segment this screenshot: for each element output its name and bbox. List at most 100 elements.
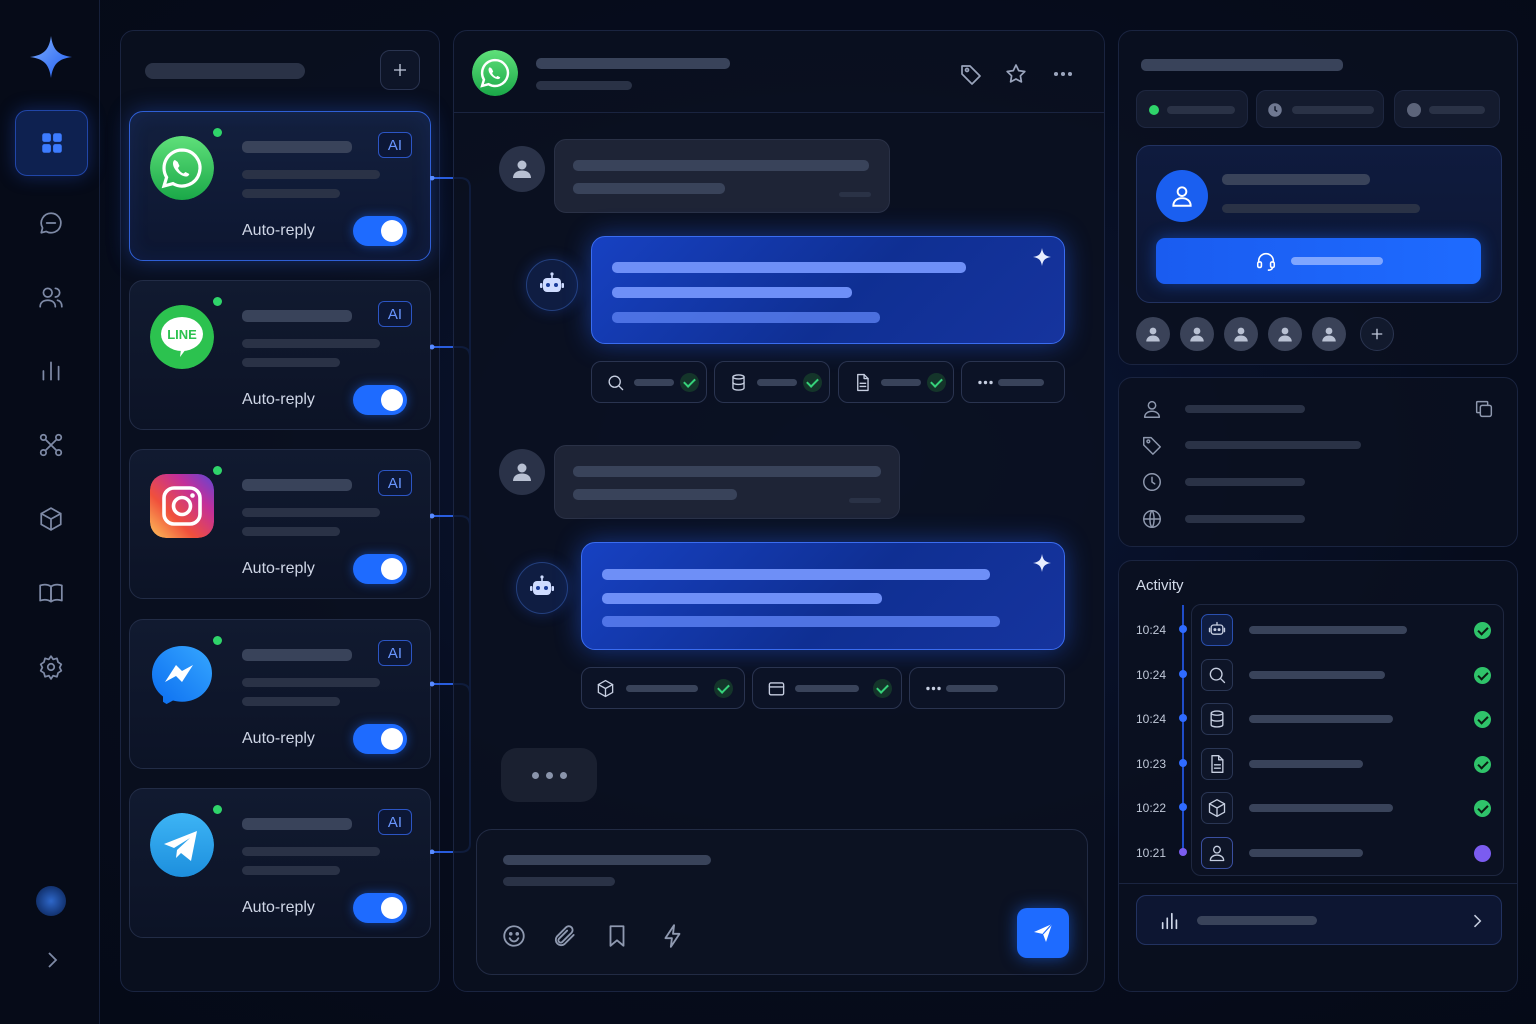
customer-message	[554, 445, 900, 519]
team-member-avatar[interactable]	[1136, 317, 1170, 351]
tool-chip-database[interactable]	[714, 361, 830, 403]
channel-meta-placeholder	[242, 358, 340, 367]
copy-icon[interactable]	[1473, 398, 1495, 420]
emoji-icon[interactable]	[501, 923, 527, 949]
tool-chip-more[interactable]	[909, 667, 1065, 709]
more-options-icon[interactable]	[1051, 62, 1075, 86]
status-pill-online[interactable]	[1136, 90, 1248, 128]
ai-agent-avatar	[516, 562, 568, 614]
detail-row-time	[1139, 467, 1499, 497]
online-indicator	[213, 128, 222, 137]
line-icon: LINE	[150, 305, 214, 369]
check-icon	[680, 373, 699, 392]
activity-item[interactable]: 10:22	[1119, 784, 1519, 828]
contact-avatar	[1156, 170, 1208, 222]
composer-text-placeholder	[503, 855, 711, 865]
cube-icon	[40, 507, 62, 531]
robot-icon	[1208, 621, 1226, 635]
nav-analytics[interactable]	[26, 346, 76, 396]
nav-dashboard[interactable]	[15, 110, 88, 176]
send-button[interactable]	[1017, 908, 1069, 958]
chevron-right-icon[interactable]	[40, 948, 64, 972]
add-channel-button[interactable]	[380, 50, 420, 90]
auto-reply-label: Auto-reply	[242, 222, 315, 239]
activity-item[interactable]: 10:24	[1119, 651, 1519, 695]
ai-agent-avatar	[526, 259, 578, 311]
ai-reply-message	[591, 236, 1065, 344]
activity-item[interactable]: 10:23	[1119, 740, 1519, 784]
team-member-avatar[interactable]	[1268, 317, 1302, 351]
status-pill-other[interactable]	[1394, 90, 1500, 128]
detail-row-tags	[1139, 430, 1499, 460]
customer-message	[554, 139, 890, 213]
team-member-avatar[interactable]	[1312, 317, 1346, 351]
channel-name-placeholder	[242, 818, 352, 830]
activity-icon-wrap	[1201, 748, 1233, 780]
calendar-icon	[768, 682, 785, 696]
activity-time: 10:23	[1136, 757, 1167, 771]
tool-chip-calendar[interactable]	[752, 667, 902, 709]
contact-panel	[1118, 30, 1518, 365]
more-options-icon	[926, 686, 941, 691]
nav-products[interactable]	[26, 494, 76, 544]
send-icon	[1034, 923, 1053, 942]
tool-chip-more[interactable]	[961, 361, 1065, 403]
lightning-icon[interactable]	[660, 923, 686, 949]
user-icon	[1322, 327, 1336, 342]
status-orb[interactable]	[36, 886, 66, 916]
user-icon	[513, 160, 531, 178]
activity-icon-wrap	[1201, 614, 1233, 646]
detail-row-language	[1139, 504, 1499, 534]
nav-knowledge[interactable]	[26, 568, 76, 618]
nav-workflows[interactable]	[26, 420, 76, 470]
auto-reply-toggle[interactable]	[353, 724, 407, 754]
tool-chip-document[interactable]	[838, 361, 954, 403]
channel-meta-placeholder	[242, 697, 340, 706]
headset-icon	[1256, 252, 1275, 271]
channel-card-telegram[interactable]: AI Auto-reply	[129, 788, 431, 938]
user-icon	[1209, 845, 1225, 862]
attachment-icon[interactable]	[552, 923, 578, 949]
conversation-header	[454, 31, 1104, 113]
auto-reply-toggle[interactable]	[353, 385, 407, 415]
nav-settings[interactable]	[26, 642, 76, 692]
activity-time: 10:21	[1136, 846, 1167, 860]
auto-reply-toggle[interactable]	[353, 216, 407, 246]
auto-reply-toggle[interactable]	[353, 893, 407, 923]
activity-item[interactable]: 10:24	[1119, 695, 1519, 739]
clock-icon	[1268, 103, 1282, 117]
channel-card-line[interactable]: LINE AI Auto-reply	[129, 280, 431, 430]
activity-item[interactable]: 10:21	[1119, 829, 1519, 873]
messenger-icon	[152, 646, 212, 706]
nav-conversations[interactable]	[26, 198, 76, 248]
channel-card-whatsapp[interactable]: AI Auto-reply	[129, 111, 431, 261]
auto-reply-toggle[interactable]	[353, 554, 407, 584]
message-composer[interactable]	[476, 829, 1088, 975]
tool-chip-product[interactable]	[581, 667, 745, 709]
channel-meta-placeholder	[242, 678, 380, 687]
status-pill-time[interactable]	[1256, 90, 1384, 128]
team-member-avatar[interactable]	[1224, 317, 1258, 351]
tag-icon[interactable]	[959, 62, 983, 86]
telegram-icon	[150, 813, 214, 877]
activity-icon-wrap	[1201, 837, 1233, 869]
channel-card-messenger[interactable]: AI Auto-reply	[129, 619, 431, 769]
cube-icon	[1208, 799, 1226, 817]
bookmark-icon[interactable]	[604, 923, 630, 949]
sparkle-logo-icon[interactable]	[28, 34, 74, 80]
activity-item[interactable]: 10:24	[1119, 606, 1519, 650]
contact-title-placeholder	[1141, 59, 1343, 71]
view-analytics-button[interactable]	[1136, 895, 1502, 945]
team-member-avatar[interactable]	[1180, 317, 1214, 351]
search-icon	[608, 375, 624, 391]
cube-icon	[597, 679, 614, 698]
nav-contacts[interactable]	[26, 272, 76, 322]
add-member-button[interactable]	[1360, 317, 1394, 351]
star-icon[interactable]	[1004, 62, 1028, 86]
contact-name-placeholder	[536, 58, 730, 69]
handover-agent-button[interactable]	[1156, 238, 1481, 284]
tool-chip-search[interactable]	[591, 361, 707, 403]
book-icon	[39, 583, 63, 603]
channel-meta-placeholder	[242, 339, 380, 348]
channel-card-instagram[interactable]: AI Auto-reply	[129, 449, 431, 599]
